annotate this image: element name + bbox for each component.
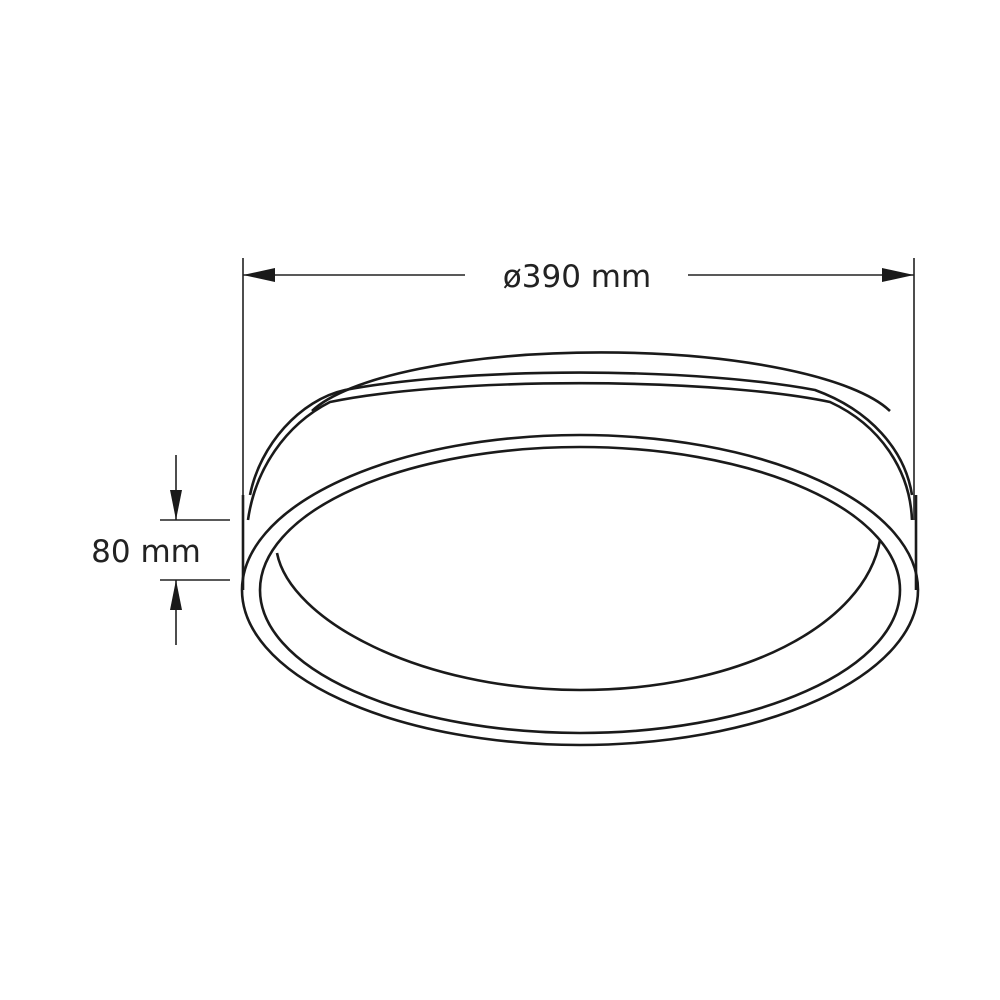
upper-rim-outer: [311, 351, 891, 412]
lower-ring-outer: [240, 433, 920, 747]
upper-rim-line: [248, 371, 914, 496]
height-arrow-bottom: [170, 580, 182, 610]
lower-ring-inner: [258, 445, 902, 735]
upper-rim-inner: [246, 381, 914, 521]
height-label: 80 mm: [91, 534, 201, 570]
diffuser-opening: [275, 539, 882, 692]
diameter-dimension: ø390 mm: [242, 258, 915, 520]
diameter-arrow-left: [243, 268, 275, 282]
height-dimension: 80 mm: [91, 455, 230, 645]
height-arrow-top: [170, 490, 182, 520]
diameter-arrow-right: [882, 268, 914, 282]
diameter-label: ø390 mm: [503, 259, 651, 295]
ceiling-light-body: [240, 351, 920, 747]
